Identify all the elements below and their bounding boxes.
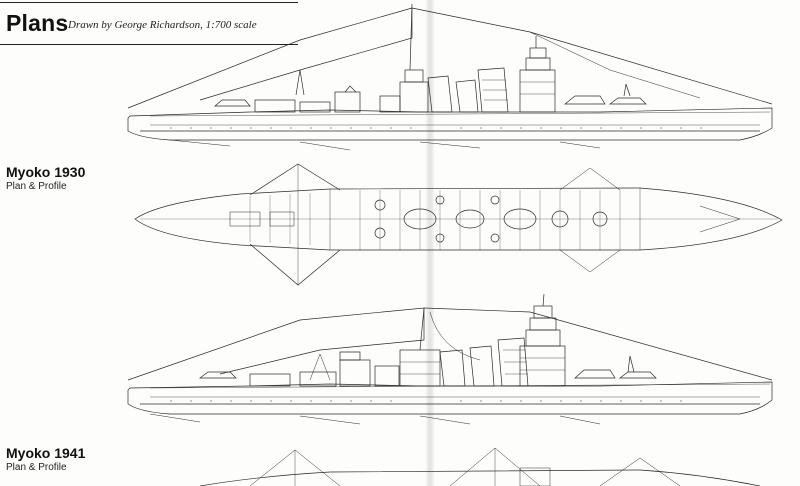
caption-title-1930: Myoko 1930 — [6, 164, 86, 180]
page-title: Plans — [6, 10, 69, 36]
myoko-1930-plan — [134, 163, 783, 286]
drawing-credit: Drawn by George Richardson, 1:700 scale — [68, 19, 257, 31]
header-top-rule — [0, 2, 298, 3]
caption-title-1941: Myoko 1941 — [6, 445, 86, 461]
caption-subtitle-1930: Plan & Profile — [6, 181, 67, 192]
myoko-1941-profile — [127, 293, 773, 425]
caption-subtitle-1941: Plan & Profile — [6, 462, 67, 473]
myoko-1941-plan — [199, 447, 761, 486]
myoko-1930-profile — [127, 3, 773, 151]
page-gutter — [426, 0, 434, 486]
header-bottom-rule — [0, 44, 298, 45]
